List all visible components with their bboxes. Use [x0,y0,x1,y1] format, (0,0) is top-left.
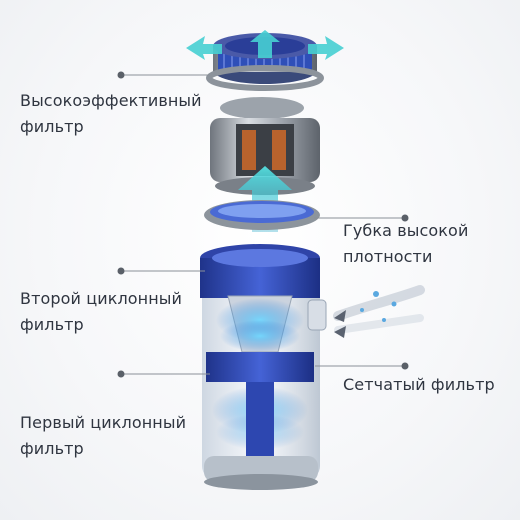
motor-part [210,97,320,195]
label-mesh-filter: Сетчатый фильтр [343,375,495,394]
cyclone-body-part [200,244,327,490]
label-hepa-filter: Высокоэффективный фильтр [20,91,202,136]
airflow-arrow-icon [186,30,344,60]
foam-sponge-part [204,200,320,230]
leader-lines [117,71,409,378]
airflow-arrow-icon [238,166,292,232]
label-second-cyclone: Второй циклонный фильтр [20,289,183,334]
air-intake-swirl-icon [333,285,425,338]
label-foam-sponge: Губка высокой плотности [343,221,469,266]
label-first-cyclone: Первый циклонный фильтр [20,413,187,458]
